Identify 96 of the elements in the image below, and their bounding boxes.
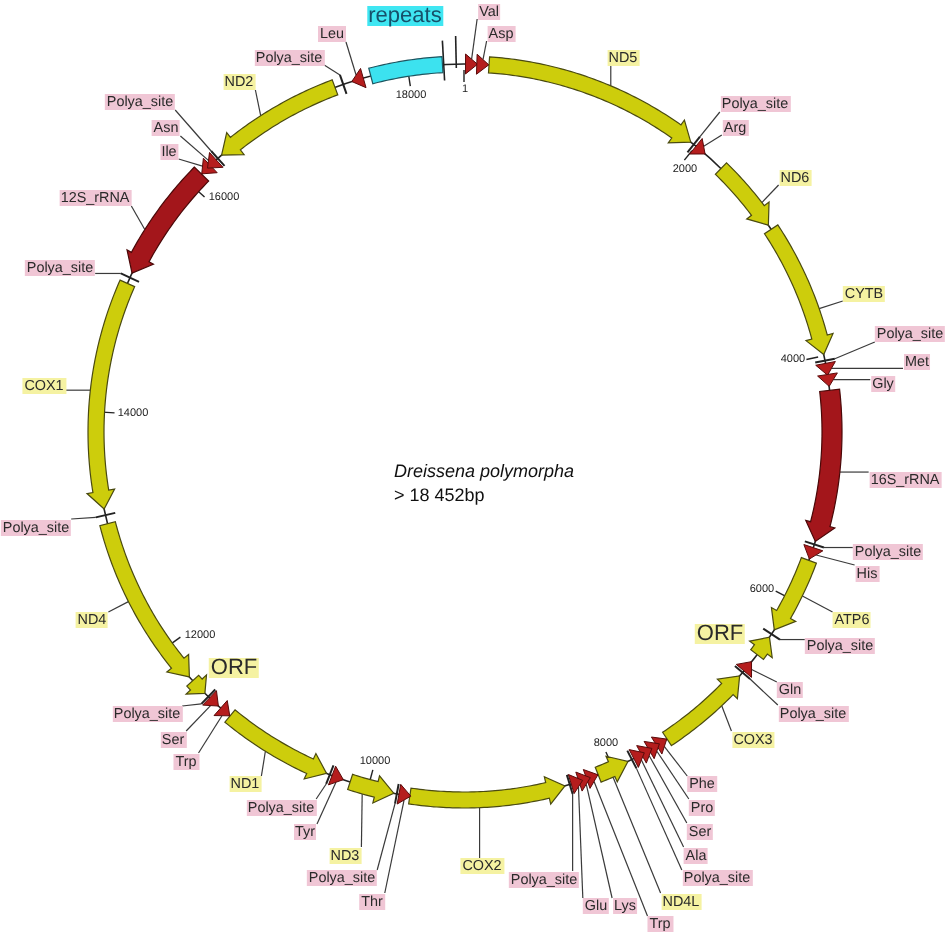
gene-segment — [770, 556, 818, 631]
trna-triangle-icon — [328, 765, 344, 786]
repeat-region-bar — [368, 56, 444, 85]
trna-triangle-icon — [803, 544, 824, 560]
polya-site-mark — [119, 272, 140, 283]
trna-triangle-icon — [396, 783, 412, 805]
gene-segment — [763, 224, 835, 356]
leader-line — [65, 389, 91, 391]
trna-triangle-icon — [628, 749, 645, 768]
leader-line — [107, 601, 129, 613]
leader-line — [376, 803, 396, 871]
genome-size-label: > 18 452bp — [394, 485, 485, 507]
rrna-segment — [804, 388, 843, 543]
leader-line — [640, 759, 685, 848]
leader-line — [174, 109, 212, 152]
leader-line — [197, 715, 223, 754]
trna-triangle-icon — [475, 53, 490, 75]
polya-site-mark — [814, 357, 836, 364]
trna-triangle-icon — [815, 361, 836, 376]
leader-line — [593, 781, 649, 917]
leader-line — [482, 40, 488, 61]
leader-line — [635, 767, 683, 871]
polya-site-mark — [565, 773, 574, 796]
leader-line — [749, 678, 779, 706]
trna-triangle-icon — [817, 372, 838, 387]
leader-line — [823, 546, 854, 549]
trna-triangle-icon — [650, 736, 668, 755]
leader-line — [130, 205, 146, 231]
leader-line — [478, 807, 481, 859]
leader-line — [818, 300, 844, 310]
gene-segment — [346, 773, 395, 805]
trna-triangle-icon — [689, 138, 706, 155]
polya-site-mark — [762, 627, 781, 641]
leader-line — [751, 668, 778, 683]
leader-line — [832, 379, 871, 381]
species-name: Dreissena polymorpha — [394, 461, 575, 483]
gene-segment — [714, 162, 770, 226]
leader-line — [830, 367, 904, 370]
leader-line — [699, 111, 721, 138]
leader-line — [471, 18, 478, 60]
leader-line — [260, 750, 266, 777]
leader-line — [577, 786, 584, 899]
gene-segment — [407, 775, 566, 809]
leader-line — [360, 793, 363, 848]
repeat-region-label: repeats — [366, 6, 444, 26]
leader-line — [648, 755, 688, 824]
gene-label: ORF — [208, 658, 260, 678]
leader-line — [656, 750, 690, 800]
trna-triangle-icon — [351, 67, 367, 89]
leader-line — [323, 64, 341, 76]
leader-line — [179, 135, 209, 161]
leader-line — [254, 89, 262, 117]
polya-site-mark — [338, 73, 348, 95]
polya-site-mark — [626, 749, 638, 770]
leader-line — [779, 638, 806, 641]
trna-triangle-icon — [567, 774, 584, 795]
gene-segment — [220, 79, 339, 156]
leader-line — [70, 516, 97, 520]
leader-line — [839, 471, 870, 473]
trna-triangle-icon — [465, 53, 478, 75]
polya-site-mark — [733, 665, 752, 681]
leader-line — [612, 776, 662, 894]
polya-site-mark — [803, 540, 825, 549]
leader-line — [610, 64, 612, 87]
leader-line — [834, 341, 876, 360]
polya-site-mark — [94, 511, 117, 519]
polya-site-mark — [394, 783, 400, 805]
leader-line — [178, 158, 204, 167]
leader-line — [572, 793, 574, 872]
leader-line — [703, 134, 723, 147]
leader-line — [761, 184, 780, 204]
trna-triangle-icon — [735, 661, 753, 678]
trna-triangle-icon — [643, 740, 660, 760]
leader-line — [663, 746, 688, 777]
leader-line — [801, 595, 834, 613]
leader-line — [815, 554, 856, 566]
gene-label: ORF — [694, 624, 746, 644]
leader-line — [315, 783, 327, 800]
leader-line — [185, 705, 212, 732]
leader-line — [181, 703, 202, 707]
gene-segment — [487, 56, 692, 144]
leader-line — [345, 41, 357, 76]
trna-triangle-icon — [213, 700, 231, 717]
leader-line — [316, 781, 337, 825]
gene-segment — [184, 673, 208, 695]
leader-line — [384, 799, 405, 894]
rrna-segment — [126, 166, 210, 274]
leader-line — [94, 272, 122, 275]
polya-site-mark — [686, 135, 701, 154]
gene-segment — [594, 755, 629, 784]
leader-line — [721, 705, 732, 732]
trna-triangle-icon — [636, 745, 653, 764]
leader-line — [585, 783, 613, 899]
gene-segment — [748, 636, 773, 661]
gene-segment — [224, 709, 328, 780]
polya-site-mark — [325, 764, 335, 785]
